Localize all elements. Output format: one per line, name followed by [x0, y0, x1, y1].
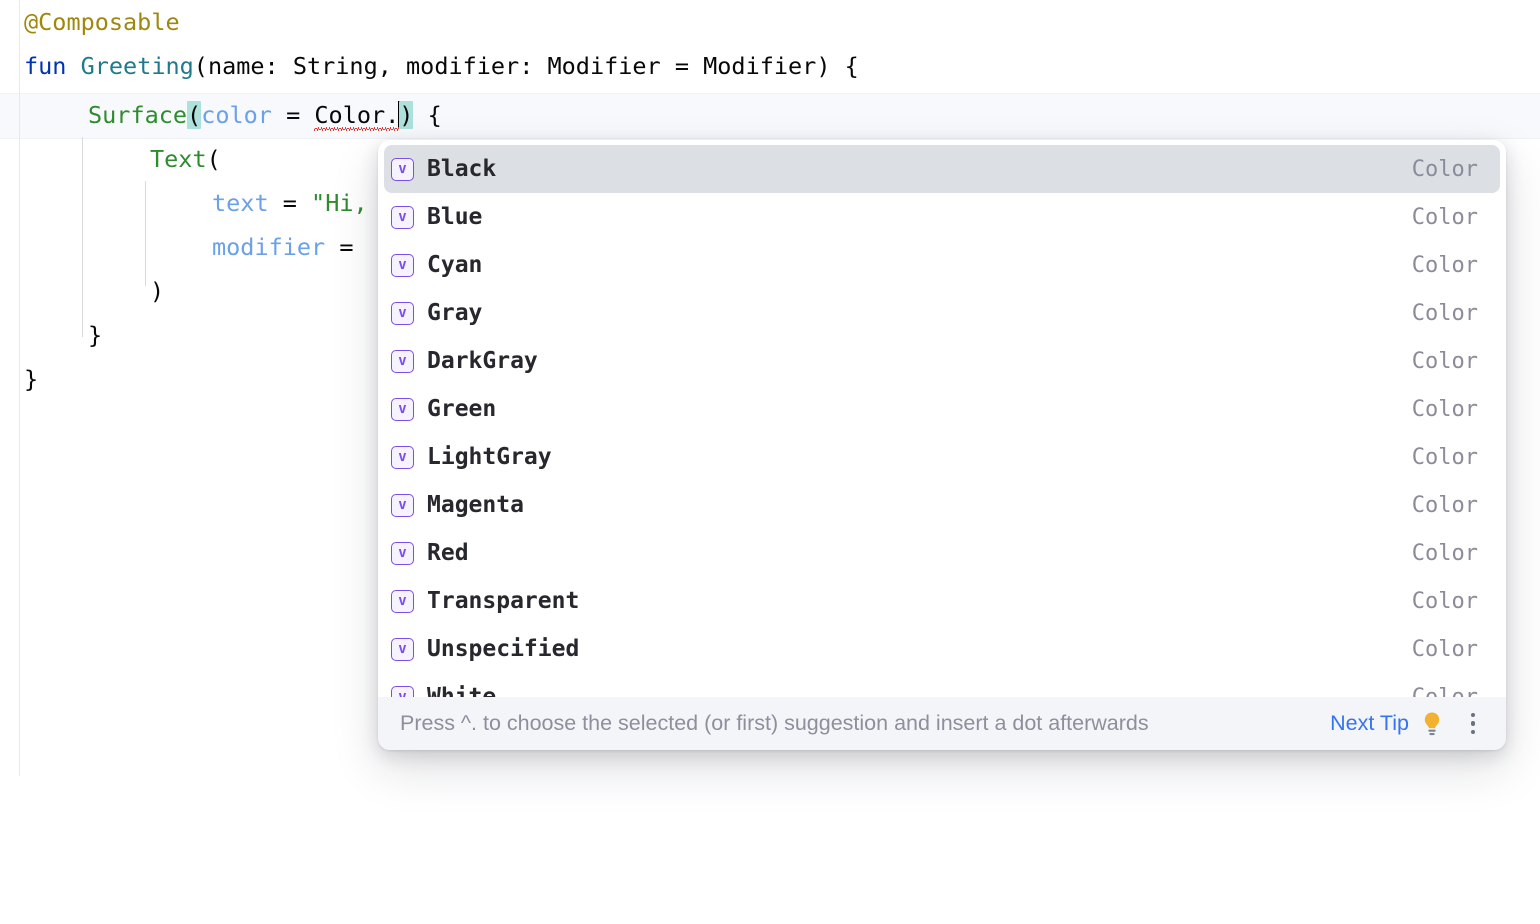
code-line-5: text = "Hi,	[212, 181, 368, 225]
property-value-icon: v	[391, 253, 414, 277]
text-call-token: Text	[150, 145, 207, 173]
next-tip-link[interactable]: Next Tip	[1330, 711, 1409, 735]
named-arg-color-token: color	[201, 101, 272, 129]
function-name-token: Greeting	[80, 52, 194, 80]
code-line-1: @Composable	[24, 0, 180, 44]
completion-item-blue[interactable]: v Blue Color	[378, 193, 1506, 241]
row-highlight	[384, 145, 1500, 193]
lightbulb-icon	[1420, 711, 1444, 737]
dot	[1470, 721, 1476, 726]
property-value-icon: v	[391, 589, 414, 613]
current-line-highlight	[0, 93, 1540, 139]
completion-item-type: Color	[1411, 492, 1478, 518]
completion-item-black[interactable]: v Black Color	[378, 145, 1506, 193]
property-value-icon: v	[391, 493, 414, 517]
inner-closing-brace: }	[88, 321, 103, 349]
editor-gutter-divider	[19, 0, 20, 776]
color-receiver-token: Color.	[314, 101, 400, 129]
completion-item-label: LightGray	[427, 444, 552, 470]
keyword-fun-token: fun	[24, 52, 67, 80]
code-line-3: Surface(color = Color.) {	[88, 93, 442, 137]
completion-item-darkgray[interactable]: v DarkGray Color	[378, 337, 1506, 385]
dot	[1470, 729, 1476, 735]
completion-item-type: Color	[1411, 540, 1478, 566]
completion-item-label: Magenta	[427, 492, 524, 518]
lambda-brace-open: {	[413, 101, 442, 129]
completion-item-type: Color	[1411, 396, 1478, 422]
completion-item-label: Transparent	[427, 588, 580, 614]
completion-hint-bar: Press ^. to choose the selected (or firs…	[378, 697, 1506, 750]
matching-paren-close: )	[399, 101, 414, 129]
completion-item-label: Red	[427, 540, 469, 566]
equals-token: =	[325, 233, 354, 261]
code-line-4: Text(	[150, 137, 221, 181]
code-line-9: }	[24, 357, 38, 401]
property-value-icon: v	[391, 685, 414, 697]
completion-item-gray[interactable]: v Gray Color	[378, 289, 1506, 337]
completion-item-type: Color	[1411, 300, 1478, 326]
named-arg-modifier-token: modifier	[212, 233, 326, 261]
indent-guide	[82, 137, 83, 337]
completion-item-label: DarkGray	[427, 348, 538, 374]
completion-item-type: Color	[1411, 156, 1478, 182]
space	[66, 52, 80, 80]
completion-item-label: Black	[427, 156, 497, 182]
string-literal-token: "Hi,	[311, 189, 368, 217]
code-line-6: modifier =	[212, 225, 353, 269]
equals-token: =	[271, 101, 315, 129]
ide-editor-window: @Composable fun Greeting(name: String, m…	[0, 0, 1540, 776]
completion-item-label: Unspecified	[427, 636, 580, 662]
completion-item-type: Color	[1411, 348, 1478, 374]
surface-call-token: Surface	[88, 101, 188, 129]
completion-item-label: Gray	[427, 300, 483, 326]
code-line-7: )	[150, 269, 164, 313]
property-value-icon: v	[391, 445, 414, 469]
property-value-icon: v	[391, 397, 414, 421]
completion-item-type: Color	[1411, 252, 1478, 278]
code-content[interactable]: @Composable fun Greeting(name: String, m…	[0, 0, 859, 924]
property-value-icon: v	[391, 349, 414, 373]
completion-item-type: Color	[1411, 636, 1478, 662]
close-call-paren: )	[150, 277, 165, 305]
dot	[1470, 712, 1476, 718]
completion-item-label: Blue	[427, 204, 483, 230]
completion-item-white[interactable]: v White Color	[378, 673, 1506, 697]
code-line-8: }	[88, 313, 102, 357]
completion-item-green[interactable]: v Green Color	[378, 385, 1506, 433]
completion-item-lightgray[interactable]: v LightGray Color	[378, 433, 1506, 481]
text-open-paren: (	[206, 145, 221, 173]
completion-item-type: Color	[1411, 588, 1478, 614]
completion-item-cyan[interactable]: v Cyan Color	[378, 241, 1506, 289]
completion-item-type: Color	[1411, 444, 1478, 470]
function-signature-token: (name: String, modifier: Modifier = Modi…	[193, 52, 859, 80]
completion-item-label: Green	[427, 396, 497, 422]
property-value-icon: v	[391, 157, 414, 181]
code-line-2: fun Greeting(name: String, modifier: Mod…	[24, 44, 859, 88]
property-value-icon: v	[391, 637, 414, 661]
matching-paren-open: (	[187, 101, 202, 129]
property-value-icon: v	[391, 301, 414, 325]
completion-item-label: Cyan	[427, 252, 483, 278]
outer-closing-brace: }	[24, 365, 39, 393]
completion-item-unspecified[interactable]: v Unspecified Color	[378, 625, 1506, 673]
annotation-token: @Composable	[24, 8, 180, 36]
named-arg-text-token: text	[212, 189, 269, 217]
completion-item-type: Color	[1411, 684, 1478, 698]
hint-message: Press ^. to choose the selected (or firs…	[400, 711, 1149, 735]
completion-item-red[interactable]: v Red Color	[378, 529, 1506, 577]
more-options-icon[interactable]	[1462, 711, 1484, 737]
completion-item-transparent[interactable]: v Transparent Color	[378, 577, 1506, 625]
property-value-icon: v	[391, 541, 414, 565]
property-value-icon: v	[391, 205, 414, 229]
completion-item-type: Color	[1411, 204, 1478, 230]
indent-guide	[145, 181, 146, 286]
completion-item-label: White	[427, 684, 497, 697]
completion-item-magenta[interactable]: v Magenta Color	[378, 481, 1506, 529]
equals-token: =	[268, 189, 312, 217]
